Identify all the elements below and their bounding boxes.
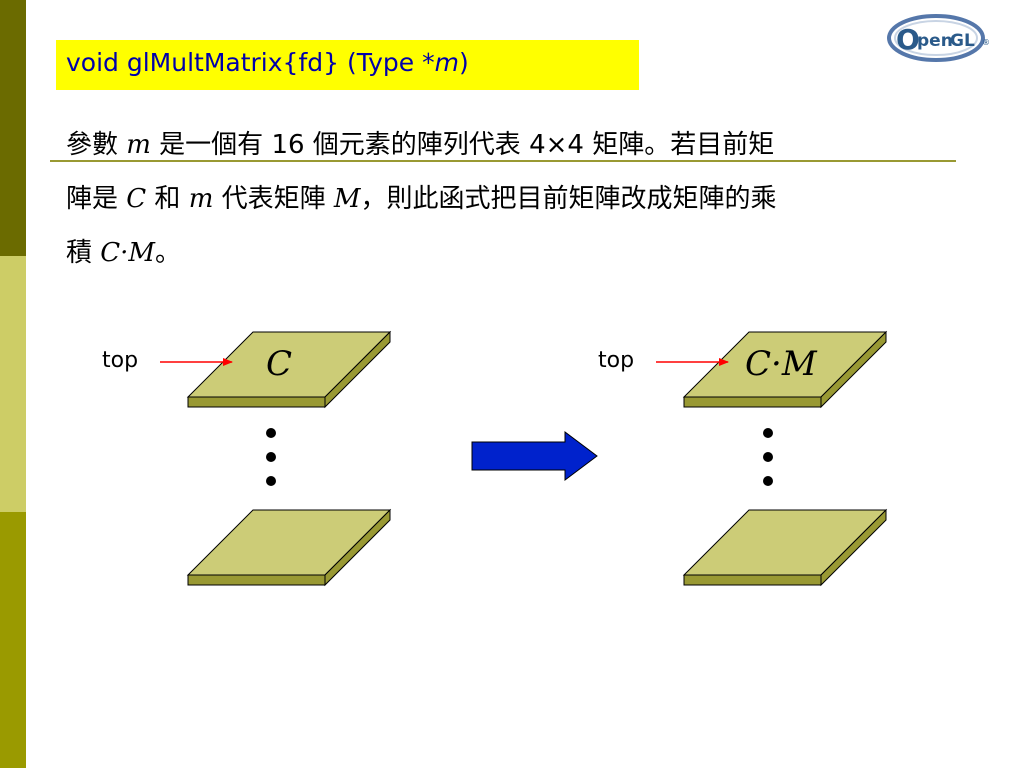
text-run: 。 [155,238,182,268]
plate-side-edge [324,330,391,409]
text-run: 是一個有 16 個元素的陣列代表 4×4 矩陣。若目前矩 [150,130,775,160]
text-run: 陣是 [66,184,127,214]
opengl-logo: O pen GL ® [887,14,990,62]
left-top-matrix-plate [186,330,392,409]
side-bar-top [0,0,26,256]
text-run: ，則此函式把目前矩陣改成矩陣的乘 [360,184,777,214]
plate-front-edge [683,396,822,408]
ellipsis-dot [266,476,276,486]
right-bottom-matrix-plate [682,508,888,587]
left-bottom-matrix-plate [186,508,392,587]
left-top-plate-label: C [266,344,293,384]
right-top-matrix-plate [682,330,888,409]
left-top-label: top [102,348,139,373]
title-param: m [434,48,459,77]
ellipsis-dot [266,452,276,462]
var-capital-m: M [333,184,361,214]
var-c: C [126,184,147,214]
paragraph-line-2: 陣是 C 和 m 代表矩陣 M，則此函式把目前矩陣改成矩陣的乘 [66,172,986,226]
side-bar-bottom [0,512,26,768]
slide-title: void glMultMatrix{fd} (Type *m) [56,40,639,90]
logo-registered-mark: ® [982,38,990,47]
plate-front-edge [187,574,326,586]
right-top-plate-label: C·M [745,344,817,384]
text-run: 參數 [66,130,127,160]
left-stack-ellipsis [266,428,276,486]
ellipsis-dot [266,428,276,438]
text-run: 積 [66,238,101,268]
title-suffix: ) [458,48,469,77]
title-prefix: void glMultMatrix{fd} (Type * [66,48,435,77]
transform-arrow [471,431,598,481]
logo-letters-pen: pen [917,31,953,51]
text-run: 代表矩陣 [213,184,334,214]
logo-letter-o: O [896,23,920,56]
text-run: 和 [146,184,189,214]
ellipsis-dot [763,452,773,462]
description-paragraph: 參數 m 是一個有 16 個元素的陣列代表 4×4 矩陣。若目前矩 陣是 C 和… [66,118,986,280]
paragraph-line-1: 參數 m 是一個有 16 個元素的陣列代表 4×4 矩陣。若目前矩 [66,118,986,172]
right-stack-ellipsis [763,428,773,486]
paragraph-line-3: 積 C·M。 [66,226,986,280]
ellipsis-dot [763,428,773,438]
var-product-cm: C·M [100,238,156,268]
title-underline-rule [50,160,956,162]
side-bar-middle [0,256,26,512]
right-top-label: top [598,348,635,373]
ellipsis-dot [763,476,773,486]
var-m: m [126,130,151,160]
plate-side-edge [324,508,391,587]
plate-side-edge [820,330,887,409]
logo-letters-gl: GL [950,31,975,51]
var-m: m [188,184,214,214]
plate-side-edge [820,508,887,587]
plate-front-edge [187,396,326,408]
plate-front-edge [683,574,822,586]
